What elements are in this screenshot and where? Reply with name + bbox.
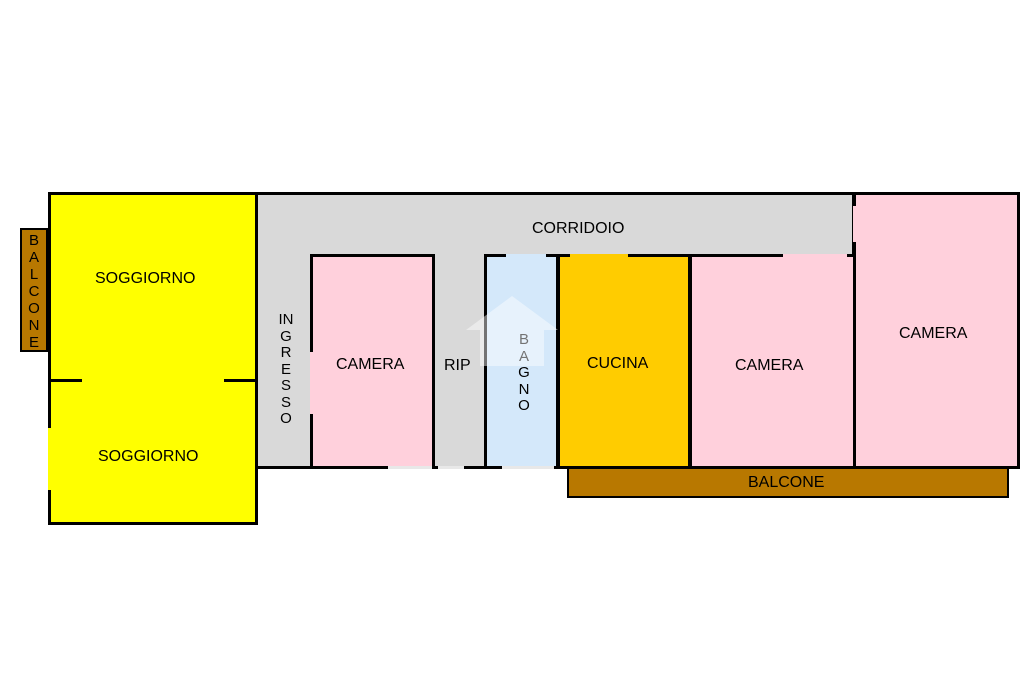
balcone-left-label: BALCONE: [28, 232, 40, 351]
camera-3: [853, 192, 1020, 469]
camera-1-window: [388, 466, 432, 469]
ingresso-label: INGRESSO: [278, 311, 294, 427]
soggiorno-divider-left: [48, 379, 82, 382]
cucina-label: CUCINA: [587, 355, 649, 372]
soggiorno-opening: [48, 428, 51, 490]
camera-1-door: [310, 352, 313, 414]
camera-1-label: CAMERA: [336, 356, 405, 373]
bagno-window: [502, 466, 554, 469]
rip-label: RIP: [444, 357, 471, 374]
soggiorno-top-label: SOGGIORNO: [95, 270, 196, 287]
camera-2-door: [783, 254, 847, 257]
bagno-label: BAGNO: [518, 331, 530, 414]
watermark-house-icon: [466, 296, 558, 366]
soggiorno-bottom-label: SOGGIORNO: [98, 448, 199, 465]
bagno-door: [506, 254, 546, 257]
corridoio-label: CORRIDOIO: [532, 220, 625, 237]
camera-3-door: [853, 206, 856, 242]
balcone-left: [20, 228, 48, 352]
balcone-bottom: [567, 467, 1009, 498]
soggiorno-area: [48, 192, 258, 525]
balcone-bottom-label: BALCONE: [748, 474, 825, 491]
rip-window: [438, 466, 464, 469]
camera-3-label: CAMERA: [899, 325, 968, 342]
cucina-door: [570, 254, 628, 257]
camera-2-label: CAMERA: [735, 357, 804, 374]
soggiorno-divider-right: [224, 379, 258, 382]
